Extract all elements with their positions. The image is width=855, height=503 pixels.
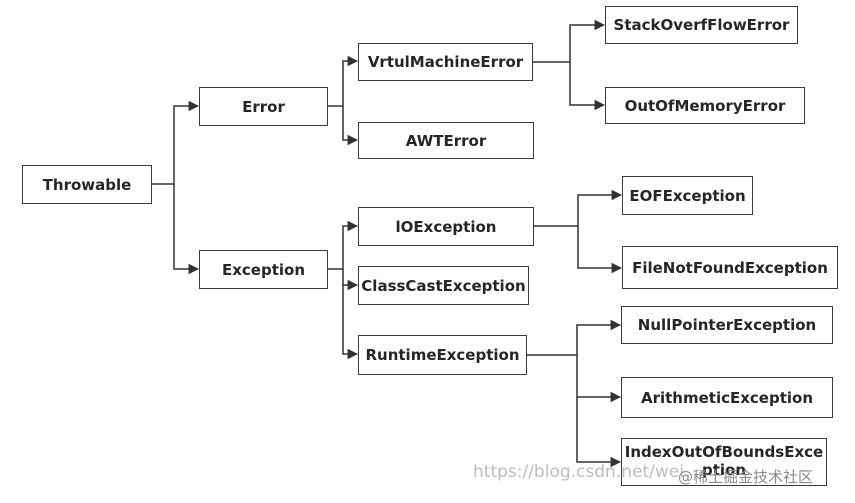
watermark-overlay: @稀土掘金技术社区	[678, 466, 813, 487]
edge-runtime-nullpointer	[527, 319, 622, 356]
node-virtual-machine-error: VrtulMachineError	[358, 43, 533, 81]
node-awt-error: AWTError	[358, 122, 534, 159]
node-arithmetic-exception: ArithmeticException	[621, 377, 833, 418]
edge-error-awterror	[342, 106, 359, 146]
node-index-out-of-bounds-exception: IndexOutOfBoundsExce ption	[621, 438, 827, 486]
edge-vmerror-outofmemory	[569, 62, 606, 111]
edge-io-filenotfound	[577, 226, 623, 274]
edge-error-vmerror	[328, 55, 359, 107]
node-exception: Exception	[199, 250, 328, 289]
edge-throwable-error	[152, 100, 200, 185]
edge-runtime-arithmetic	[576, 355, 622, 403]
node-error: Error	[199, 87, 328, 126]
edge-io-eof	[534, 189, 623, 227]
node-throwable: Throwable	[22, 165, 152, 204]
watermark-url: https://blog.csdn.net/wei	[473, 462, 684, 482]
node-null-pointer-exception: NullPointerException	[621, 306, 833, 344]
node-class-cast-exception: ClassCastException	[358, 266, 529, 305]
node-io-exception: lOException	[358, 207, 534, 246]
edge-exception-runtime	[342, 285, 359, 360]
edge-exception-io	[328, 220, 359, 270]
edge-exception-classcast	[342, 269, 359, 291]
node-runtime-exception: RuntimeException	[358, 335, 527, 375]
edge-vmerror-stackoverflow	[533, 19, 606, 63]
node-stack-overflow-error: StackOverfFlowError	[605, 6, 798, 44]
edge-throwable-exception	[173, 184, 200, 275]
node-file-not-found-exception: FileNotFoundException	[622, 246, 838, 289]
node-eof-exception: EOFException	[622, 176, 753, 215]
watermark: https://blog.csdn.net/wei	[473, 462, 684, 482]
node-out-of-memory-error: OutOfMemoryError	[605, 87, 805, 124]
watermark-overlay-text: @稀土掘金技术社区	[678, 468, 814, 486]
edge-runtime-indexoutofbounds	[576, 397, 622, 468]
